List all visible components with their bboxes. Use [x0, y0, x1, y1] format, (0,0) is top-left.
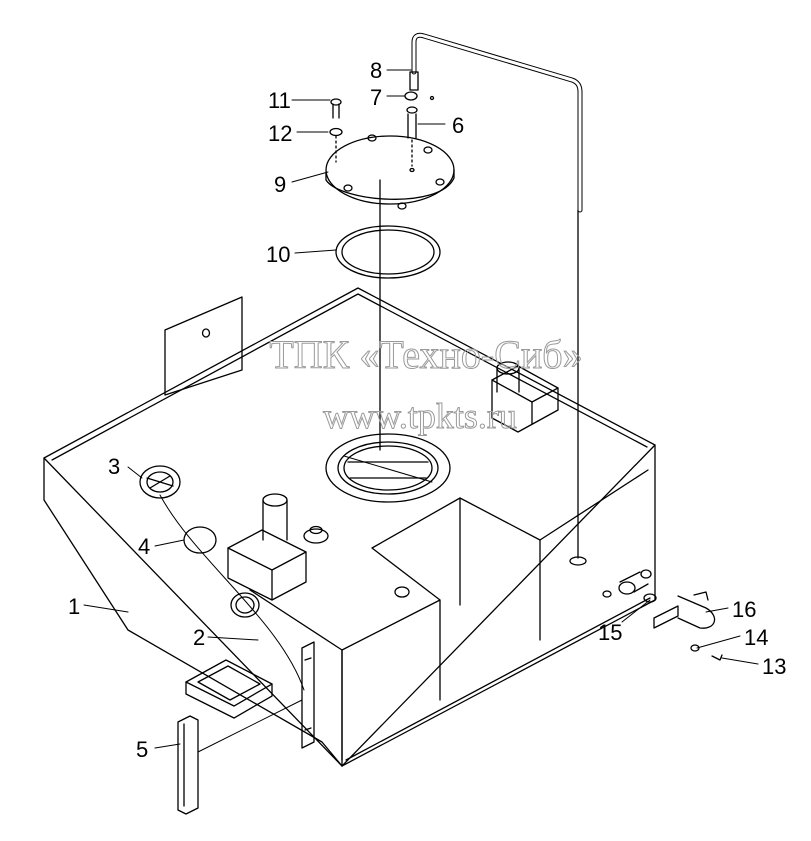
- callout-labels: 1 2 3 4 5 6 7 8 9 10 11 12 13 14 15 16: [68, 58, 786, 762]
- callout-10: 10: [266, 242, 290, 267]
- breather-fitting: [404, 91, 435, 167]
- plug-boss: [394, 586, 410, 598]
- pump-mount: [227, 493, 329, 601]
- callout-16: 16: [732, 597, 756, 622]
- callout-2: 2: [193, 625, 205, 650]
- callout-1: 1: [68, 594, 80, 619]
- callout-7: 7: [370, 85, 382, 110]
- callout-12: 12: [268, 121, 292, 146]
- gasket: [335, 225, 441, 279]
- breather-pipe: [411, 32, 583, 213]
- callout-3: 3: [108, 454, 120, 479]
- callout-9: 9: [274, 172, 286, 197]
- filler-opening: [325, 433, 451, 503]
- callout-5: 5: [136, 737, 148, 762]
- cover-plate: [325, 134, 455, 210]
- strainer: [139, 465, 181, 499]
- callout-14: 14: [744, 625, 768, 650]
- pipe-clamp: [653, 591, 716, 629]
- o-ring: [183, 526, 217, 554]
- callout-8: 8: [370, 58, 382, 83]
- bolt: [711, 654, 723, 661]
- handle-tray: [185, 659, 273, 719]
- callout-6: 6: [452, 113, 464, 138]
- watermark-title: ТПК «Техно-Сиб»: [269, 332, 582, 377]
- callout-4: 4: [138, 534, 150, 559]
- level-gauge: [177, 699, 303, 815]
- tank-body: [43, 209, 656, 767]
- watermark-url: www.tpkts.ru: [323, 396, 517, 436]
- washer: [690, 644, 700, 652]
- cover-bolt: [329, 98, 343, 163]
- breather-housing: [491, 361, 559, 433]
- gauge-bracket: [301, 641, 315, 749]
- callout-11: 11: [268, 88, 291, 113]
- side-port: [230, 592, 260, 618]
- fittings: [602, 569, 657, 603]
- leader-lines: [83, 69, 759, 749]
- callout-15: 15: [598, 620, 622, 645]
- watermark: ТПК «Техно-Сиб» www.tpkts.ru: [269, 332, 583, 437]
- callout-13: 13: [762, 654, 786, 679]
